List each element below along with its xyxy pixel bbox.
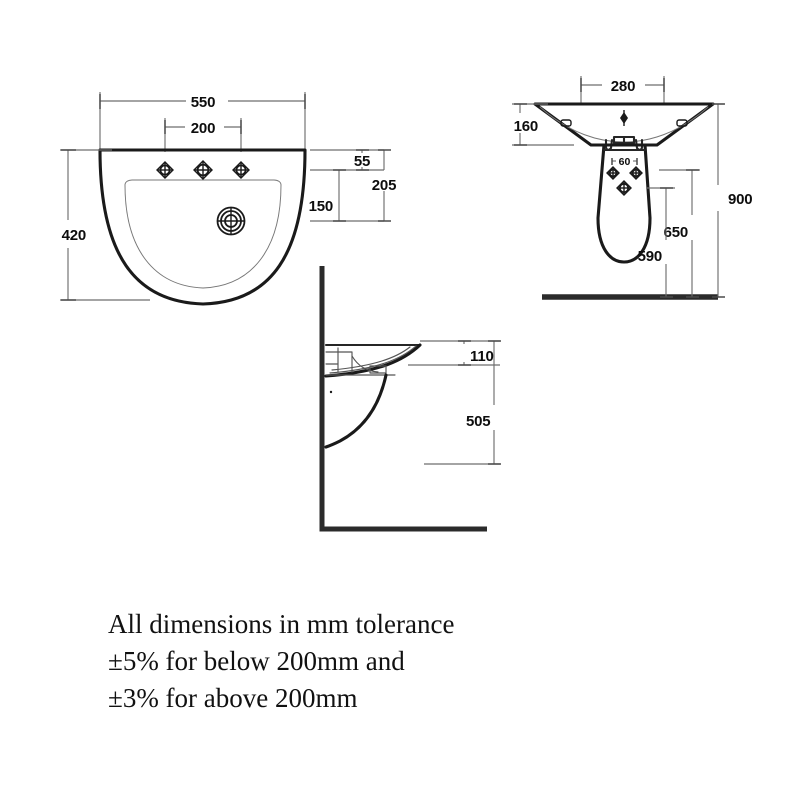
side-basin-inner-profile-b <box>331 346 411 371</box>
front-basin-outline <box>533 102 715 147</box>
dim-label-505: 505 <box>466 413 490 430</box>
side-wall-and-floor <box>319 266 487 532</box>
dim-label-160: 160 <box>514 118 538 135</box>
tolerance-note-line-3: ±3% for above 200mm <box>108 683 358 713</box>
side-waste-boss <box>369 365 387 374</box>
plan-basin-outline <box>98 148 307 306</box>
front-overflow-right <box>676 119 688 127</box>
side-basin-inner-profile-a <box>329 345 417 374</box>
side-bowl-section-c <box>351 355 379 373</box>
front-fixing-hole-left <box>606 166 620 180</box>
front-waste-fittings <box>604 135 644 151</box>
plan-tap-hole-center <box>193 160 213 180</box>
dim-label-60: 60 <box>619 156 631 168</box>
dim-label-590: 590 <box>638 248 662 265</box>
dim-label-280: 280 <box>611 78 635 95</box>
dim-label-205: 205 <box>372 177 396 194</box>
tolerance-note-line-1: All dimensions in mm tolerance <box>108 609 455 639</box>
dim-label-200: 200 <box>191 120 215 137</box>
front-fixing-hole-bottom <box>616 180 632 196</box>
plan-inner-bowl-outline <box>124 179 282 289</box>
dim-label-420: 420 <box>62 227 86 244</box>
dim-label-110: 110 <box>470 348 494 365</box>
side-pedestal-profile <box>324 373 388 449</box>
side-center-mark <box>329 390 333 394</box>
front-view: 280 <box>512 76 753 300</box>
side-bowl-section-a <box>325 351 353 373</box>
dim-label-550: 550 <box>191 94 215 111</box>
tolerance-note-block: All dimensions in mm tolerance ±5% for b… <box>108 606 708 717</box>
front-pedestal-outline <box>596 143 652 264</box>
front-tap-hole-center <box>620 110 628 126</box>
plan-tap-hole-left <box>156 161 174 179</box>
plan-waste-hole <box>216 206 246 236</box>
front-fixing-hole-right <box>629 166 643 180</box>
tolerance-note-line-2: ±5% for below 200mm and <box>108 646 405 676</box>
dim-label-900: 900 <box>728 191 752 208</box>
side-view: 110 505 <box>319 266 501 532</box>
plan-view: 550 200 <box>60 92 396 306</box>
dim-label-150: 150 <box>309 198 333 215</box>
dim-label-650: 650 <box>664 224 688 241</box>
plan-tap-hole-right <box>232 161 250 179</box>
dim-label-55: 55 <box>354 153 370 170</box>
front-overflow-left <box>560 119 572 127</box>
